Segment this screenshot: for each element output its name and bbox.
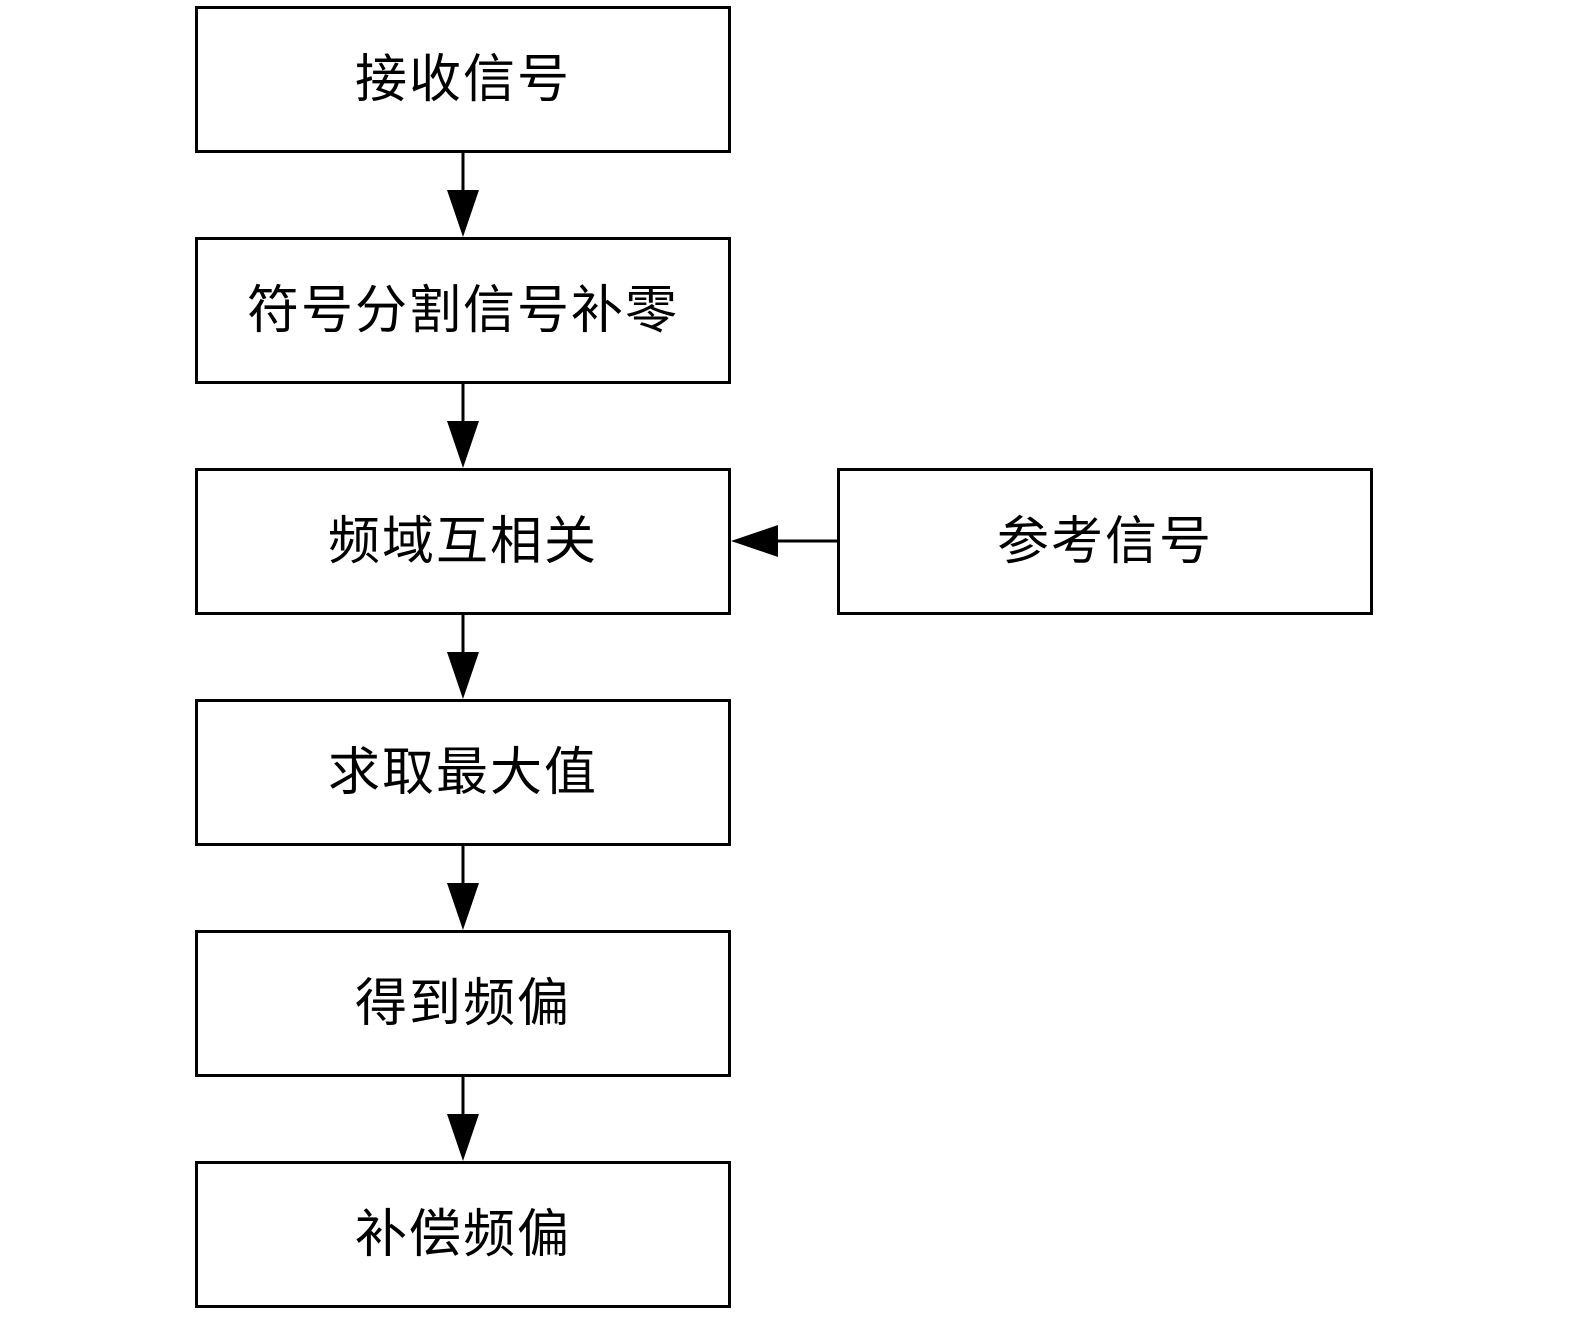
step-receive-signal: 接收信号 xyxy=(195,6,731,153)
step-label: 频域互相关 xyxy=(327,511,598,572)
arrow-reference-to-3 xyxy=(731,525,837,557)
arrow-4-to-5 xyxy=(447,846,479,930)
step-frequency-cross-correlation: 频域互相关 xyxy=(195,468,731,615)
step-label: 接收信号 xyxy=(354,49,571,110)
reference-signal-box: 参考信号 xyxy=(837,468,1373,615)
step-label: 得到频偏 xyxy=(354,973,571,1034)
step-label: 补偿频偏 xyxy=(354,1204,571,1265)
step-label: 求取最大值 xyxy=(327,742,598,803)
step-get-frequency-offset: 得到频偏 xyxy=(195,930,731,1077)
step-find-maximum: 求取最大值 xyxy=(195,699,731,846)
arrow-5-to-6 xyxy=(447,1077,479,1161)
arrow-1-to-2 xyxy=(447,153,479,237)
step-compensate-frequency-offset: 补偿频偏 xyxy=(195,1161,731,1308)
arrow-3-to-4 xyxy=(447,615,479,699)
arrow-2-to-3 xyxy=(447,384,479,468)
step-label: 符号分割信号补零 xyxy=(246,280,679,341)
step-symbol-split-zero-pad: 符号分割信号补零 xyxy=(195,237,731,384)
reference-label: 参考信号 xyxy=(996,511,1213,572)
